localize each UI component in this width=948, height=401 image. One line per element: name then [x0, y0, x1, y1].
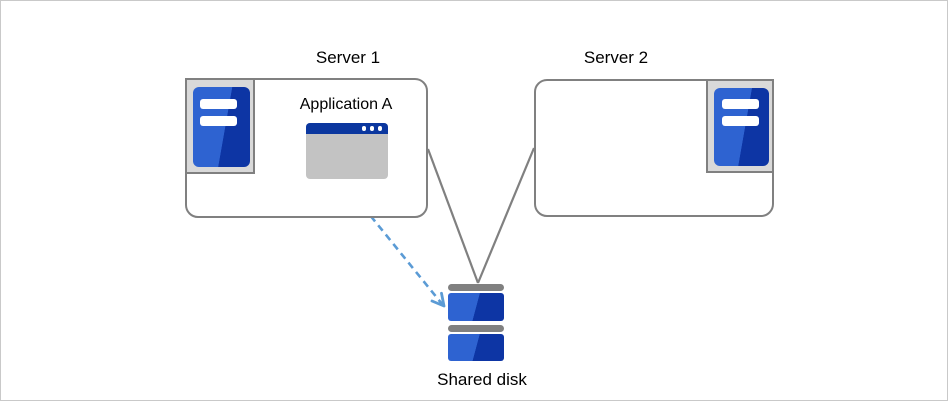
server2-title: Server 2: [583, 48, 649, 67]
window-dot: [377, 126, 382, 131]
disk-platter-body: [448, 293, 504, 321]
connector-server2-to-disk: [476, 147, 536, 284]
server2-server-tower-icon: [706, 79, 774, 173]
server1-title: Server 1: [315, 48, 381, 67]
server-slot-top: [722, 99, 759, 109]
shared-disk-icon: [448, 284, 504, 361]
disk-platter-body: [448, 334, 504, 361]
window-dot: [369, 126, 374, 131]
disk-platter-bar: [448, 284, 504, 291]
connector-server1-to-disk: [426, 148, 480, 284]
disk-platter-bar: [448, 325, 504, 332]
application-titlebar: [306, 123, 388, 134]
window-buttons-icon: [361, 126, 382, 131]
server1-server-tower-icon: [185, 78, 255, 174]
server-slot-top: [200, 99, 237, 109]
shared-disk-label: Shared disk: [437, 370, 527, 389]
application-window-icon: [306, 123, 388, 179]
dashed-arrow-head: [430, 291, 446, 308]
server-slot-bottom: [722, 116, 759, 126]
window-dot: [361, 126, 366, 131]
server-slot-bottom: [200, 116, 237, 126]
application-label: Application A: [299, 96, 393, 113]
